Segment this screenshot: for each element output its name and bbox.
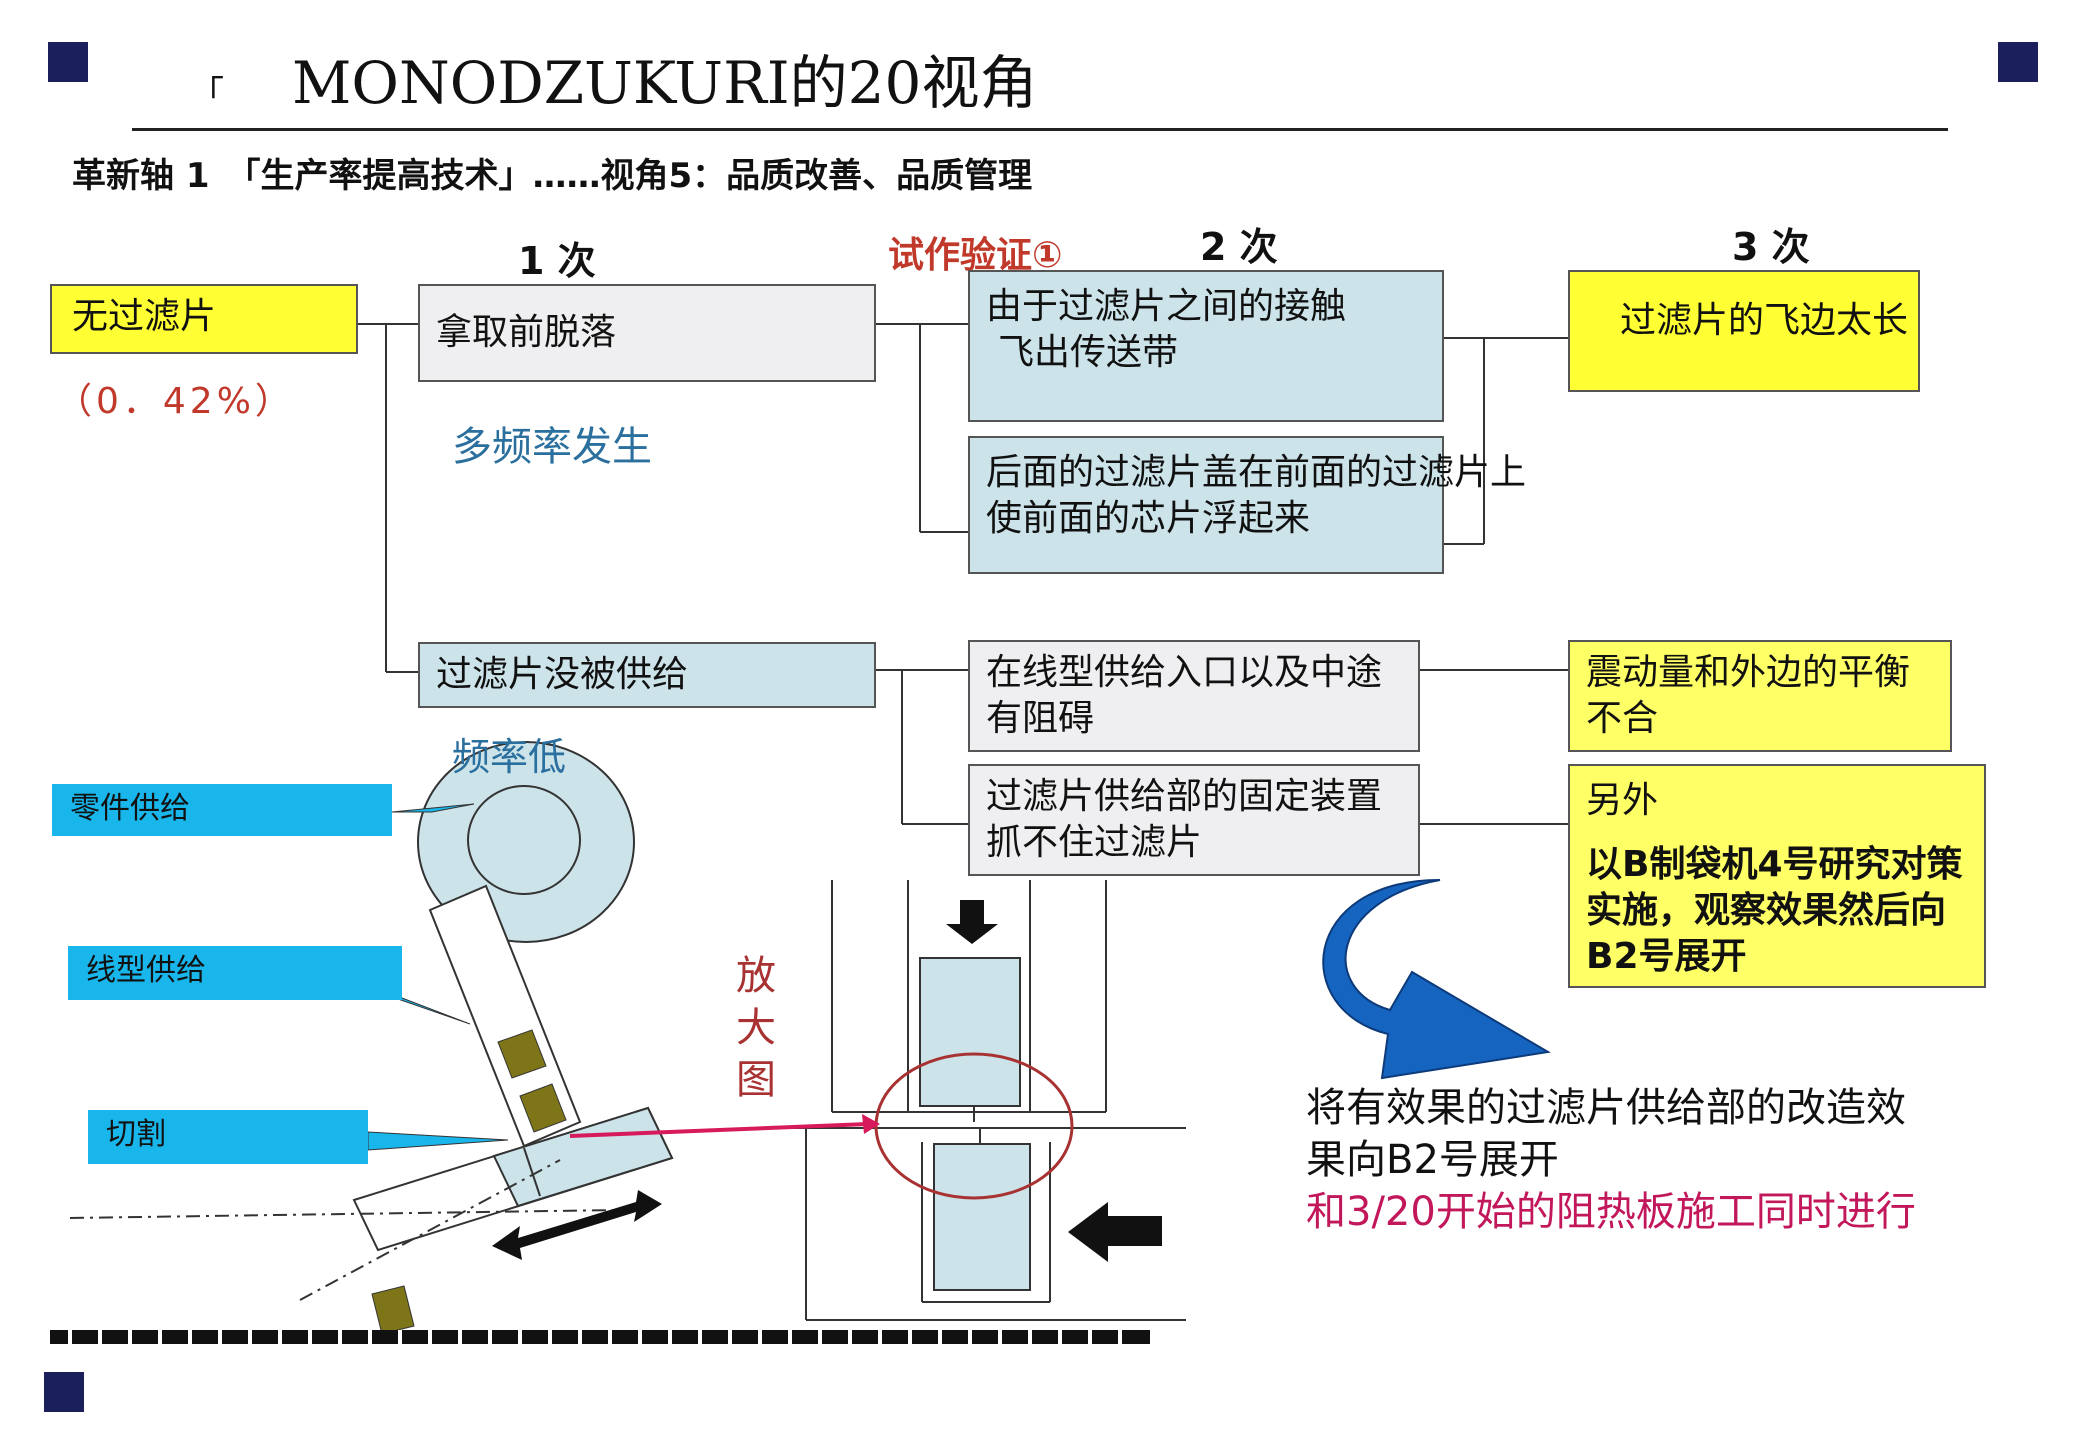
conveyor-belt [50, 1330, 1150, 1344]
cause-filter-contact-line2: 飞出传送带 [998, 332, 1179, 373]
result-vibration-balance-line1: 震动量和外边的平衡 [1586, 652, 1911, 693]
root-node-no-filter: 无过滤片 [50, 284, 358, 354]
cause-obstruction-line2: 有阻碍 [986, 698, 1095, 739]
result-vibration-balance: 震动量和外边的平衡 不合 [1568, 640, 1952, 752]
magnified-char-3: 图 [736, 1057, 776, 1103]
down-arrow-icon [946, 900, 998, 944]
frequency-high-label: 多频率发生 [452, 424, 652, 470]
page-subtitle: 革新轴 1 「生产率提高技术」……视角5：品质改善、品质管理 [72, 156, 1033, 196]
conclusion-text: 将有效果的过滤片供给部的改造效 果向B2号展开 和3/20开始的阻热板施工同时进… [1306, 1082, 1916, 1238]
callout-cutting: 切割 [88, 1110, 368, 1164]
cause-fixture-no-grip-line1: 过滤片供给部的固定装置 [986, 776, 1383, 817]
additional-countermeasure-line1: 以B制袋机4号研究对策 [1586, 844, 1963, 885]
frequency-low-label: 频率低 [452, 735, 567, 779]
conclusion-highlight: 和3/20开始的阻热板施工同时进行 [1306, 1189, 1916, 1235]
result-burr-too-long-label: 过滤片的飞边太长 [1620, 300, 1909, 341]
callout-parts-supply: 零件供给 [52, 784, 392, 836]
cause-fixture-no-grip-line2: 抓不住过滤片 [986, 822, 1203, 863]
linear-feeder-chute-icon [428, 884, 582, 1148]
curved-arrow-icon [1322, 879, 1551, 1080]
magnify-pointer-arrow-icon [569, 1114, 880, 1138]
page-title: MONODZUKURI的20视角 [292, 49, 1038, 117]
conclusion-line2: 果向B2号展开 [1306, 1137, 1559, 1183]
magnified-view-label: 放 大 图 [736, 950, 776, 1106]
result-vibration-balance-line2: 不合 [1586, 698, 1659, 739]
cause-filter-contact-line1: 由于过滤片之间的接触 [986, 286, 1347, 327]
lower-filter-block [933, 1143, 1031, 1291]
cause-obstruction-line1: 在线型供给入口以及中途 [986, 652, 1383, 693]
column-header-1: 1 次 [518, 239, 596, 283]
title-underline [132, 128, 1948, 131]
additional-countermeasure-line2: 实施，观察效果然后向 [1586, 890, 1947, 931]
magnified-char-2: 大 [736, 1005, 776, 1051]
node-filter-not-supplied-label: 过滤片没被供给 [436, 654, 689, 695]
result-burr-too-long: 过滤片的飞边太长 [1568, 270, 1920, 392]
additional-countermeasure-title: 另外 [1586, 780, 1659, 821]
corner-square-bottom-left [44, 1372, 84, 1412]
additional-countermeasure-box: 另外 以B制袋机4号研究对策 实施，观察效果然后向 B2号展开 [1568, 764, 1986, 988]
conclusion-line1: 将有效果的过滤片供给部的改造效 [1306, 1085, 1906, 1131]
cause-filter-overlap-line2: 使前面的芯片浮起来 [986, 498, 1311, 539]
left-arrow-icon [1068, 1202, 1162, 1262]
cause-filter-contact: 由于过滤片之间的接触 飞出传送带 [968, 270, 1444, 422]
additional-countermeasure-line3: B2号展开 [1586, 936, 1747, 977]
cause-obstruction: 在线型供给入口以及中途 有阻碍 [968, 640, 1420, 752]
root-node-label: 无过滤片 [72, 296, 217, 337]
root-defect-rate: （0．42%） [56, 381, 295, 422]
corner-square-top-right [1998, 42, 2038, 82]
magnified-char-1: 放 [736, 953, 776, 999]
node-drop-before-pickup-label: 拿取前脱落 [436, 312, 617, 353]
cause-filter-overlap: 后面的过滤片盖在前面的过滤片上 使前面的芯片浮起来 [968, 436, 1527, 574]
callout-linear-supply: 线型供给 [68, 946, 402, 1000]
cause-fixture-no-grip: 过滤片供给部的固定装置 抓不住过滤片 [968, 764, 1420, 876]
node-filter-not-supplied: 过滤片没被供给 [418, 642, 876, 708]
trial-verification-label: 试作验证① [888, 235, 1063, 276]
upper-filter-block [919, 957, 1021, 1107]
node-drop-before-pickup: 拿取前脱落 [418, 284, 876, 382]
title-bracket: 「 [190, 74, 224, 114]
double-arrow-icon [492, 1190, 662, 1260]
corner-square-top-left [48, 42, 88, 82]
column-header-2: 2 次 [1200, 225, 1278, 269]
cause-filter-overlap-line1: 后面的过滤片盖在前面的过滤片上 [986, 452, 1527, 493]
column-header-3: 3 次 [1732, 225, 1810, 269]
